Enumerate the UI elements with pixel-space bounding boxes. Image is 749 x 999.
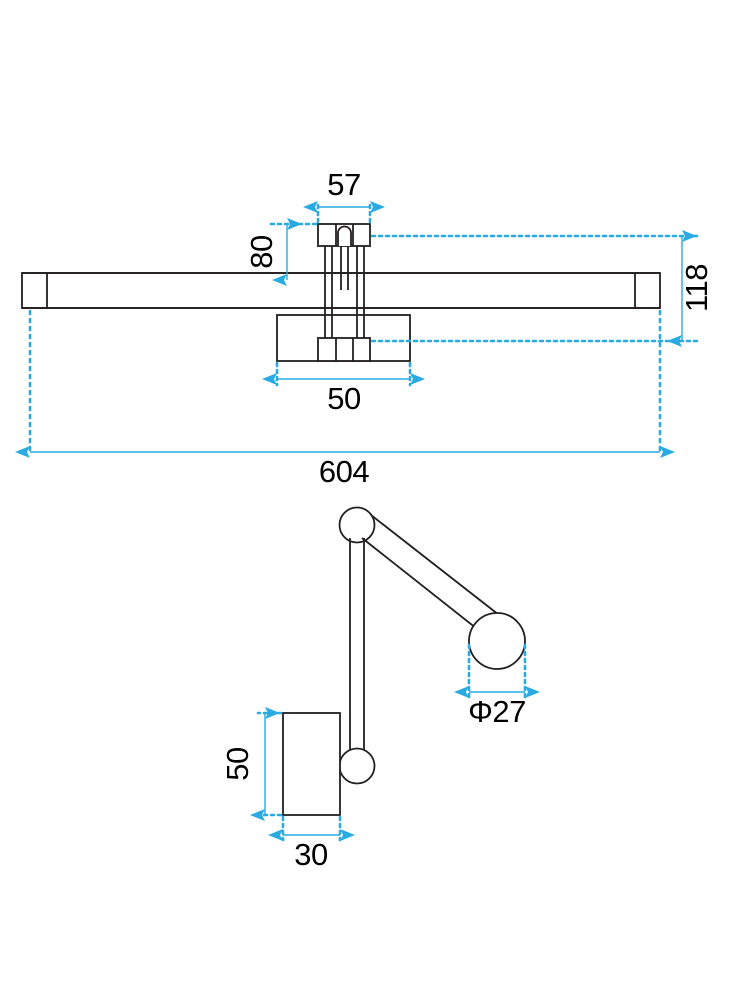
wall-mount-box [282,712,341,816]
dimension-phi27: Φ27 [454,643,540,729]
dimension-118: 118 [370,230,714,347]
dimension-50-base: 50 [262,361,425,416]
lower-ball-joint [338,747,376,785]
dim-label-30-box: 30 [294,837,328,872]
front-elevation-view [21,223,661,362]
diagonal-arm-lower-edge [361,537,487,637]
diagonal-arm-upper-edge [370,514,509,623]
dim-label-604: 604 [319,454,369,489]
dimension-50-box: 50 [220,707,283,821]
dimension-30-box: 30 [268,815,355,872]
dim-label-50-base: 50 [327,381,361,416]
dim-label-118: 118 [679,264,714,312]
dim-label-80: 80 [244,235,279,269]
dim-label-phi27: Φ27 [468,694,526,729]
dim-label-57: 57 [327,167,360,202]
bracket-knuckle [337,225,352,246]
side-elevation-view [282,506,526,816]
dim-label-50-box: 50 [220,747,255,781]
dimension-604: 604 [15,309,675,489]
dimension-57: 57 [303,167,385,224]
dimension-80: 80 [244,218,318,286]
upper-ball-joint [338,506,376,544]
phi27-ball-joint [468,612,526,670]
bracket-foot-block [317,337,371,362]
